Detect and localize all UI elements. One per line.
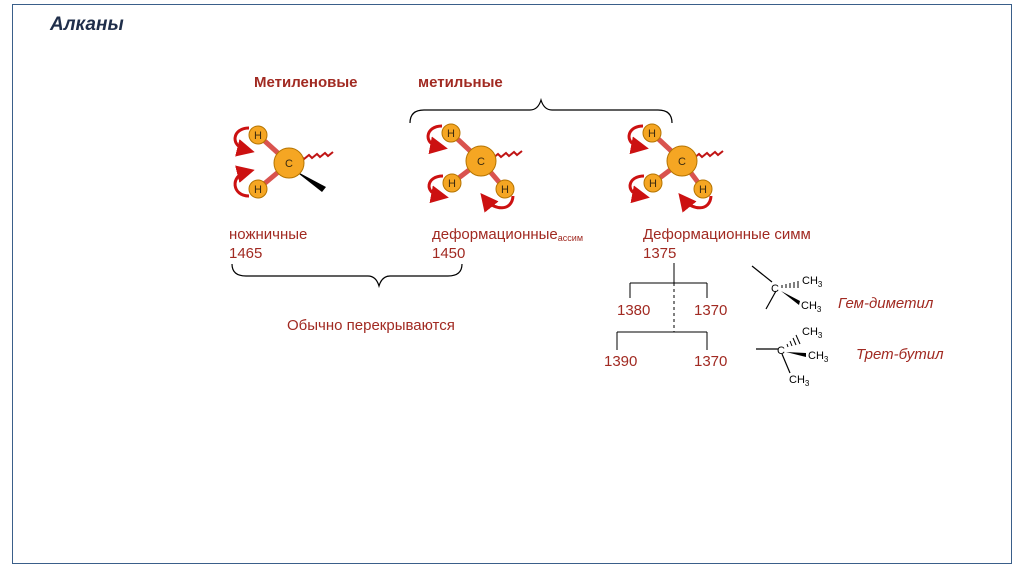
- asym-label: деформационныеассим: [432, 226, 584, 243]
- ch3-group: CH: [808, 350, 824, 362]
- hydrogen-label: H: [501, 184, 509, 196]
- motion-arrow: [427, 174, 449, 204]
- scissor-label: ножничные: [229, 226, 308, 243]
- carbon-label: C: [477, 156, 485, 168]
- hydrogen-label: H: [254, 130, 262, 142]
- sym-value: 1375: [643, 245, 677, 262]
- sym-label: Деформационные симм: [643, 226, 811, 243]
- slide-title: Алканы: [50, 14, 124, 35]
- ch3-label: CH3: [789, 374, 810, 388]
- ch3-label: CH3: [808, 350, 829, 364]
- ch3-subscript: 3: [818, 280, 823, 289]
- gem-right-value: 1370: [694, 302, 728, 319]
- motion-arrow: [480, 192, 515, 213]
- gem-dimethyl-structure: C CH3 CH3: [751, 265, 823, 314]
- slide-frame: [12, 4, 1012, 564]
- asym-value: 1450: [432, 245, 466, 262]
- scissoring-molecule: C H H: [233, 125, 334, 199]
- carbon-label: C: [285, 158, 293, 170]
- gem-left-value: 1380: [617, 302, 651, 319]
- motion-arrow: [678, 192, 713, 213]
- tert-left-value: 1390: [604, 353, 638, 370]
- carbon-label: C: [771, 283, 779, 295]
- ch3-label: CH3: [802, 275, 823, 289]
- overlap-brace: [231, 263, 463, 289]
- methylene-header: Метиленовые: [254, 74, 358, 91]
- motion-arrow: [233, 165, 255, 198]
- hydrogen-label: H: [648, 128, 656, 140]
- ch3-subscript: 3: [824, 355, 829, 364]
- motion-arrow: [627, 124, 649, 155]
- ch3-group: CH: [801, 300, 817, 312]
- ch3-group: CH: [802, 326, 818, 338]
- carbon-label: C: [678, 156, 686, 168]
- tert-butyl-label: Трет-бутил: [856, 346, 944, 363]
- methyl-brace: [409, 97, 673, 124]
- ch3-group: CH: [789, 374, 805, 386]
- splitting-tree: [616, 263, 708, 350]
- gem-dimethyl-label: Гем-диметил: [838, 295, 934, 312]
- hydrogen-label: H: [254, 184, 262, 196]
- ch3-subscript: 3: [805, 379, 810, 388]
- motion-arrow: [426, 124, 448, 155]
- motion-arrow: [628, 174, 650, 204]
- overlap-note: Обычно перекрываются: [287, 317, 455, 334]
- hydrogen-label: H: [447, 128, 455, 140]
- scissor-value: 1465: [229, 245, 263, 262]
- ch3-subscript: 3: [818, 331, 823, 340]
- tert-butyl-structure: C CH3 CH3 CH3: [756, 326, 829, 388]
- ch3-subscript: 3: [817, 305, 822, 314]
- tert-right-value: 1370: [694, 353, 728, 370]
- ch3-label: CH3: [801, 300, 822, 314]
- asym-deformation-molecule: C H H H: [426, 123, 523, 213]
- hydrogen-label: H: [699, 184, 707, 196]
- asym-subscript: ассим: [557, 233, 584, 243]
- sym-deformation-molecule: C H H H: [627, 123, 724, 213]
- hydrogen-label: H: [649, 178, 657, 190]
- ch3-group: CH: [802, 275, 818, 287]
- carbon-label: C: [777, 345, 785, 357]
- hydrogen-label: H: [448, 178, 456, 190]
- motion-arrow: [233, 126, 255, 157]
- methyl-header: метильные: [418, 74, 503, 91]
- ch3-label: CH3: [802, 326, 823, 340]
